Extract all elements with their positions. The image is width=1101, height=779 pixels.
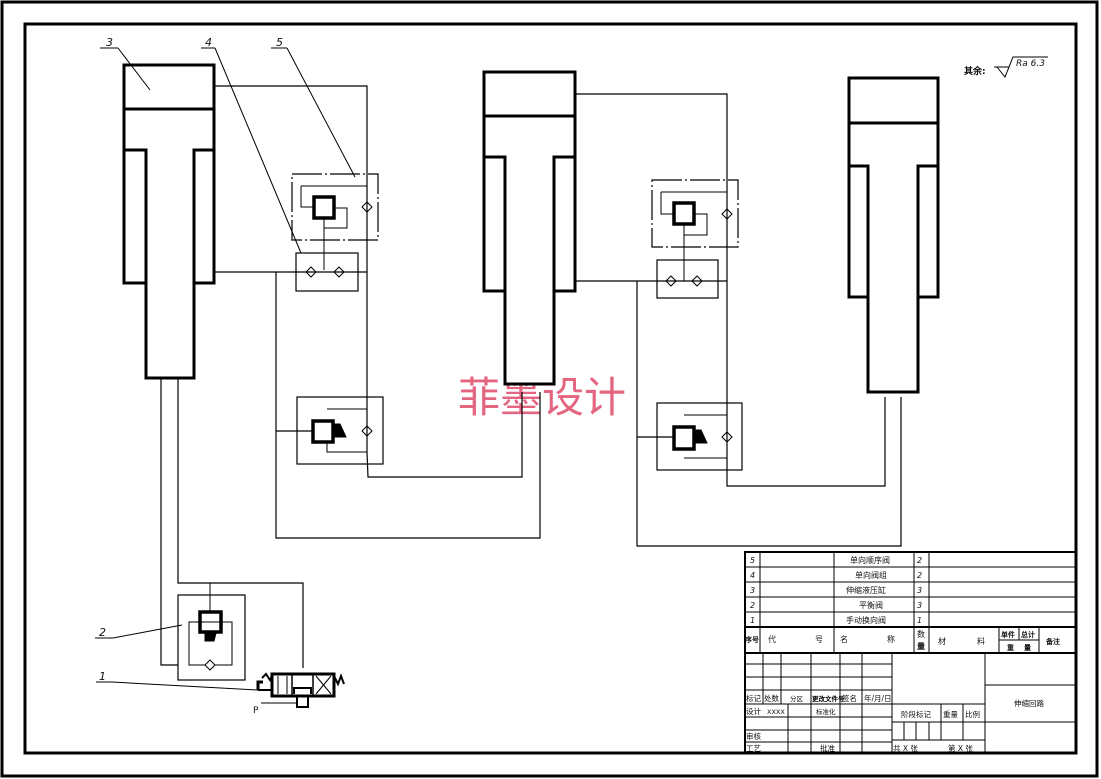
svg-text:更改文件号: 更改文件号 [812,694,845,703]
svg-text:5: 5 [750,556,755,565]
svg-text:3: 3 [917,586,922,595]
svg-text:代: 代 [768,634,776,644]
svg-text:号: 号 [815,635,823,644]
svg-text:4: 4 [750,571,755,580]
svg-text:材: 材 [938,636,946,646]
svg-text:单向阀组: 单向阀组 [855,570,887,580]
sequence-valve-left [291,173,379,270]
leader-lines [95,47,356,691]
svg-text:手动换向阀: 手动换向阀 [846,615,886,625]
check-valve-group-left [295,252,359,292]
svg-text:单向顺序阀: 单向顺序阀 [850,555,890,565]
cylinder-1 [122,63,216,380]
svg-text:平衡阀: 平衡阀 [859,600,883,610]
part-label-1: 1 [99,670,106,683]
port-p-label: P [253,706,259,716]
svg-text:称: 称 [887,634,895,644]
svg-text:1: 1 [750,616,755,625]
part-label-3: 3 [106,36,113,49]
svg-text:Ra 6.3: Ra 6.3 [1016,59,1045,69]
svg-text:第 X 张: 第 X 张 [948,743,973,753]
inner-frame [23,22,1078,755]
drawing-title: 伸缩回路 [1014,698,1044,708]
bom-header: 序号 代 号 名 称 数 量 材 料 单件 总计 重 量 备注 [744,629,1060,652]
roughness-note: 其余: Ra 6.3 [964,56,1048,78]
pipelines [160,85,902,668]
svg-text:共 X 张: 共 X 张 [893,744,918,753]
svg-text:1: 1 [917,616,922,625]
svg-text:2: 2 [917,556,922,565]
svg-text:分区: 分区 [790,694,804,703]
svg-text:标记: 标记 [746,693,761,703]
check-valve-group-right [656,259,719,299]
svg-text:数: 数 [917,629,925,639]
directional-valve [256,672,345,708]
svg-text:审核: 审核 [746,731,761,741]
bom-rows: 5 单向顺序阀 2 4 单向阀组 2 3 伸缩液压缸 3 2 平衡阀 3 1 手… [750,555,922,625]
svg-text:处数: 处数 [764,693,779,703]
svg-text:3: 3 [750,586,755,595]
svg-text:量: 量 [917,641,925,651]
svg-text:设计: 设计 [746,706,761,716]
title-block [745,653,1076,753]
svg-text:备注: 备注 [1045,637,1060,646]
part-label-5: 5 [276,36,283,49]
svg-text:伸缩液压缸: 伸缩液压缸 [846,585,886,595]
svg-text:量: 量 [1024,643,1031,652]
svg-text:其余:: 其余: [964,65,986,77]
balance-valve-right [656,402,743,471]
sequence-valve-right [651,179,739,281]
svg-text:2: 2 [917,571,922,580]
balance-valve-bottom [177,583,246,681]
part-label-2: 2 [99,626,106,639]
svg-text:名: 名 [840,634,848,644]
svg-text:单件: 单件 [1001,630,1015,639]
svg-text:批准: 批准 [820,743,835,753]
svg-text:XXXX: XXXX [767,708,785,716]
svg-text:签名: 签名 [842,693,857,703]
svg-text:比例: 比例 [965,709,980,719]
title-block-text: 标记 处数 分区 更改文件号 签名 年/月/日 设计 XXXX 标准化 审核 工… [746,693,1044,753]
cylinder-3 [847,76,940,394]
svg-text:阶段标记: 阶段标记 [901,709,931,719]
part-label-4: 4 [205,36,212,49]
svg-text:3: 3 [917,601,922,610]
bom-table [744,551,1077,754]
svg-text:工艺: 工艺 [746,744,761,753]
svg-text:料: 料 [977,636,985,646]
svg-text:重: 重 [1007,643,1014,652]
cylinder-2 [482,70,577,386]
svg-text:年/月/日: 年/月/日 [864,693,892,703]
svg-text:标准化: 标准化 [816,707,836,716]
svg-text:重量: 重量 [943,710,958,719]
svg-text:总计: 总计 [1021,630,1035,639]
svg-text:序号: 序号 [744,635,759,644]
balance-valve-left [296,396,384,465]
svg-text:2: 2 [750,601,755,610]
